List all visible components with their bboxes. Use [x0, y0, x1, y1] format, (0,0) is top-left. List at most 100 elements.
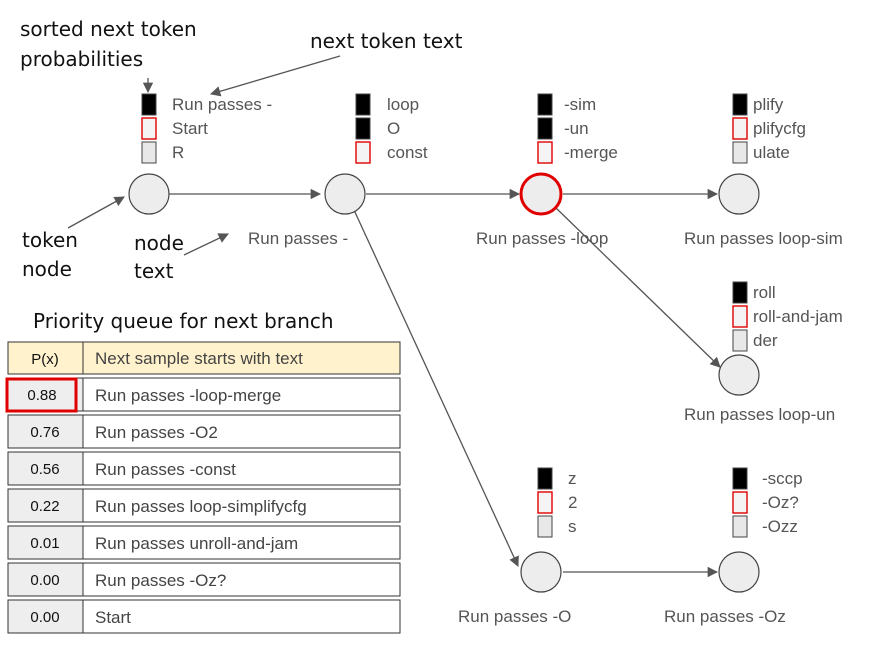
- token-text-3: -Ozz: [762, 517, 798, 536]
- prob-bar-1: [141, 93, 157, 116]
- pq-header-p: P(x): [31, 351, 59, 368]
- tree-node-2: loop O const Run passes -: [248, 93, 428, 248]
- pq-row-p: 0.01: [30, 535, 59, 552]
- annotation-arrow-token-text: [210, 55, 341, 97]
- token-text-1: z: [568, 469, 577, 488]
- prob-bar-2: [355, 117, 371, 140]
- prob-bar-1: [732, 281, 748, 304]
- pq-p-cell: [7, 488, 84, 523]
- node-label: Run passes -: [248, 229, 348, 248]
- token-node-circle: [128, 173, 170, 215]
- token-text-2: plifycfg: [753, 119, 806, 138]
- pq-text-cell: [82, 451, 401, 486]
- token-text-1: roll: [753, 283, 776, 302]
- annotation-arrow-token-node: [67, 196, 125, 229]
- pq-row-text: Run passes -O2: [95, 423, 218, 442]
- edge-n3-n5: [555, 207, 721, 368]
- pq-row-p: 0.56: [30, 461, 59, 478]
- pq-text-cell: [82, 562, 401, 597]
- pq-row-p: 0.00: [30, 609, 59, 626]
- pq-row-text: Run passes -const: [95, 460, 236, 479]
- node-label: Run passes loop-sim: [684, 229, 843, 248]
- token-text-1: -sccp: [762, 469, 803, 488]
- pq-row-text: Run passes -loop-merge: [95, 386, 281, 405]
- tree-node-7: -sccp -Oz? -Ozz Run passes -Oz: [664, 467, 803, 626]
- prob-bar-3: [732, 515, 748, 538]
- prob-bar-2: [732, 305, 748, 328]
- prob-bar-1: [537, 93, 553, 116]
- annotation-node-text-line2: text: [134, 259, 174, 283]
- pq-text-cell: [82, 525, 401, 560]
- token-node-circle-highlighted: [519, 172, 563, 216]
- annotation-arrow-node-text: [183, 233, 229, 256]
- token-text-3: der: [753, 331, 778, 350]
- pq-highlight-box: [5, 377, 78, 413]
- token-text-1: plify: [753, 95, 784, 114]
- token-node-circle: [520, 551, 562, 593]
- token-text-2: -un: [564, 119, 589, 138]
- token-text-3: R: [172, 143, 184, 162]
- annotation-token-node-line1: token: [22, 228, 78, 252]
- node-label: Run passes -loop: [476, 229, 608, 248]
- token-text-1: -sim: [564, 95, 596, 114]
- pq-p-cell: [7, 525, 84, 560]
- token-text-2: O: [387, 119, 400, 138]
- annotation-sorted-probs-line2: probabilities: [20, 47, 143, 71]
- prob-bar-1: [732, 467, 748, 490]
- pq-p-cell: [7, 451, 84, 486]
- pq-row-text: Run passes unroll-and-jam: [95, 534, 298, 553]
- pq-text-cell: [82, 488, 401, 523]
- prob-bar-2: [537, 117, 553, 140]
- prob-bar-1: [355, 93, 371, 116]
- token-node-circle: [718, 173, 760, 215]
- pq-row-p: 0.76: [30, 424, 59, 441]
- node-label: Run passes -Oz: [664, 607, 786, 626]
- prob-bar-1: [732, 93, 748, 116]
- token-text-1: loop: [387, 95, 419, 114]
- pq-row-p: 0.00: [30, 572, 59, 589]
- prob-bar-3: [537, 141, 553, 164]
- prob-bar-3: [355, 141, 371, 164]
- pq-header-p-cell: [7, 341, 84, 375]
- token-text-1: Run passes -: [172, 95, 272, 114]
- prob-bar-2: [141, 117, 157, 140]
- token-node-circle: [718, 354, 760, 396]
- edge-n2-n6: [353, 209, 519, 567]
- token-node-circle: [718, 551, 760, 593]
- prob-bar-2: [537, 491, 553, 514]
- pq-row-text: Run passes loop-simplifycfg: [95, 497, 307, 516]
- annotation-node-text-line1: node: [134, 231, 184, 255]
- annotation-next-token-text: next token text: [310, 29, 463, 53]
- annotations: sorted next token probabilities next tok…: [20, 17, 463, 283]
- tree-node-1: Run passes - Start R: [128, 93, 272, 215]
- pq-p-cell: [7, 599, 84, 634]
- pq-row-p: 0.22: [30, 498, 59, 515]
- pq-header-text-cell: [82, 341, 401, 375]
- pq-row-p: 0.88: [27, 387, 56, 404]
- tree-node-5: roll roll-and-jam der Run passes loop-un: [684, 281, 843, 424]
- tree-node-3: -sim -un -merge Run passes -loop: [476, 93, 618, 248]
- token-text-3: ulate: [753, 143, 790, 162]
- prob-bar-1: [537, 467, 553, 490]
- pq-text-cell: [82, 377, 401, 412]
- token-text-3: const: [387, 143, 428, 162]
- prob-bar-3: [732, 141, 748, 164]
- node-label: Run passes -O: [458, 607, 571, 626]
- pq-text-cell: [82, 599, 401, 634]
- token-text-2: Start: [172, 119, 208, 138]
- prob-bar-3: [537, 515, 553, 538]
- token-text-2: -Oz?: [762, 493, 799, 512]
- pq-text-cell: [82, 414, 401, 449]
- token-node-circle: [324, 173, 366, 215]
- token-text-3: s: [568, 517, 577, 536]
- token-text-2: 2: [568, 493, 577, 512]
- annotation-sorted-probs-line1: sorted next token: [20, 17, 197, 41]
- tree-node-6: z 2 s Run passes -O: [458, 467, 577, 626]
- pq-row-text: Run passes -Oz?: [95, 571, 226, 590]
- prob-bar-2: [732, 117, 748, 140]
- priority-queue-title: Priority queue for next branch: [33, 309, 334, 333]
- node-label: Run passes loop-un: [684, 405, 835, 424]
- pq-row-text: Start: [95, 608, 131, 627]
- edges: [169, 188, 721, 578]
- pq-p-cell: [7, 414, 84, 449]
